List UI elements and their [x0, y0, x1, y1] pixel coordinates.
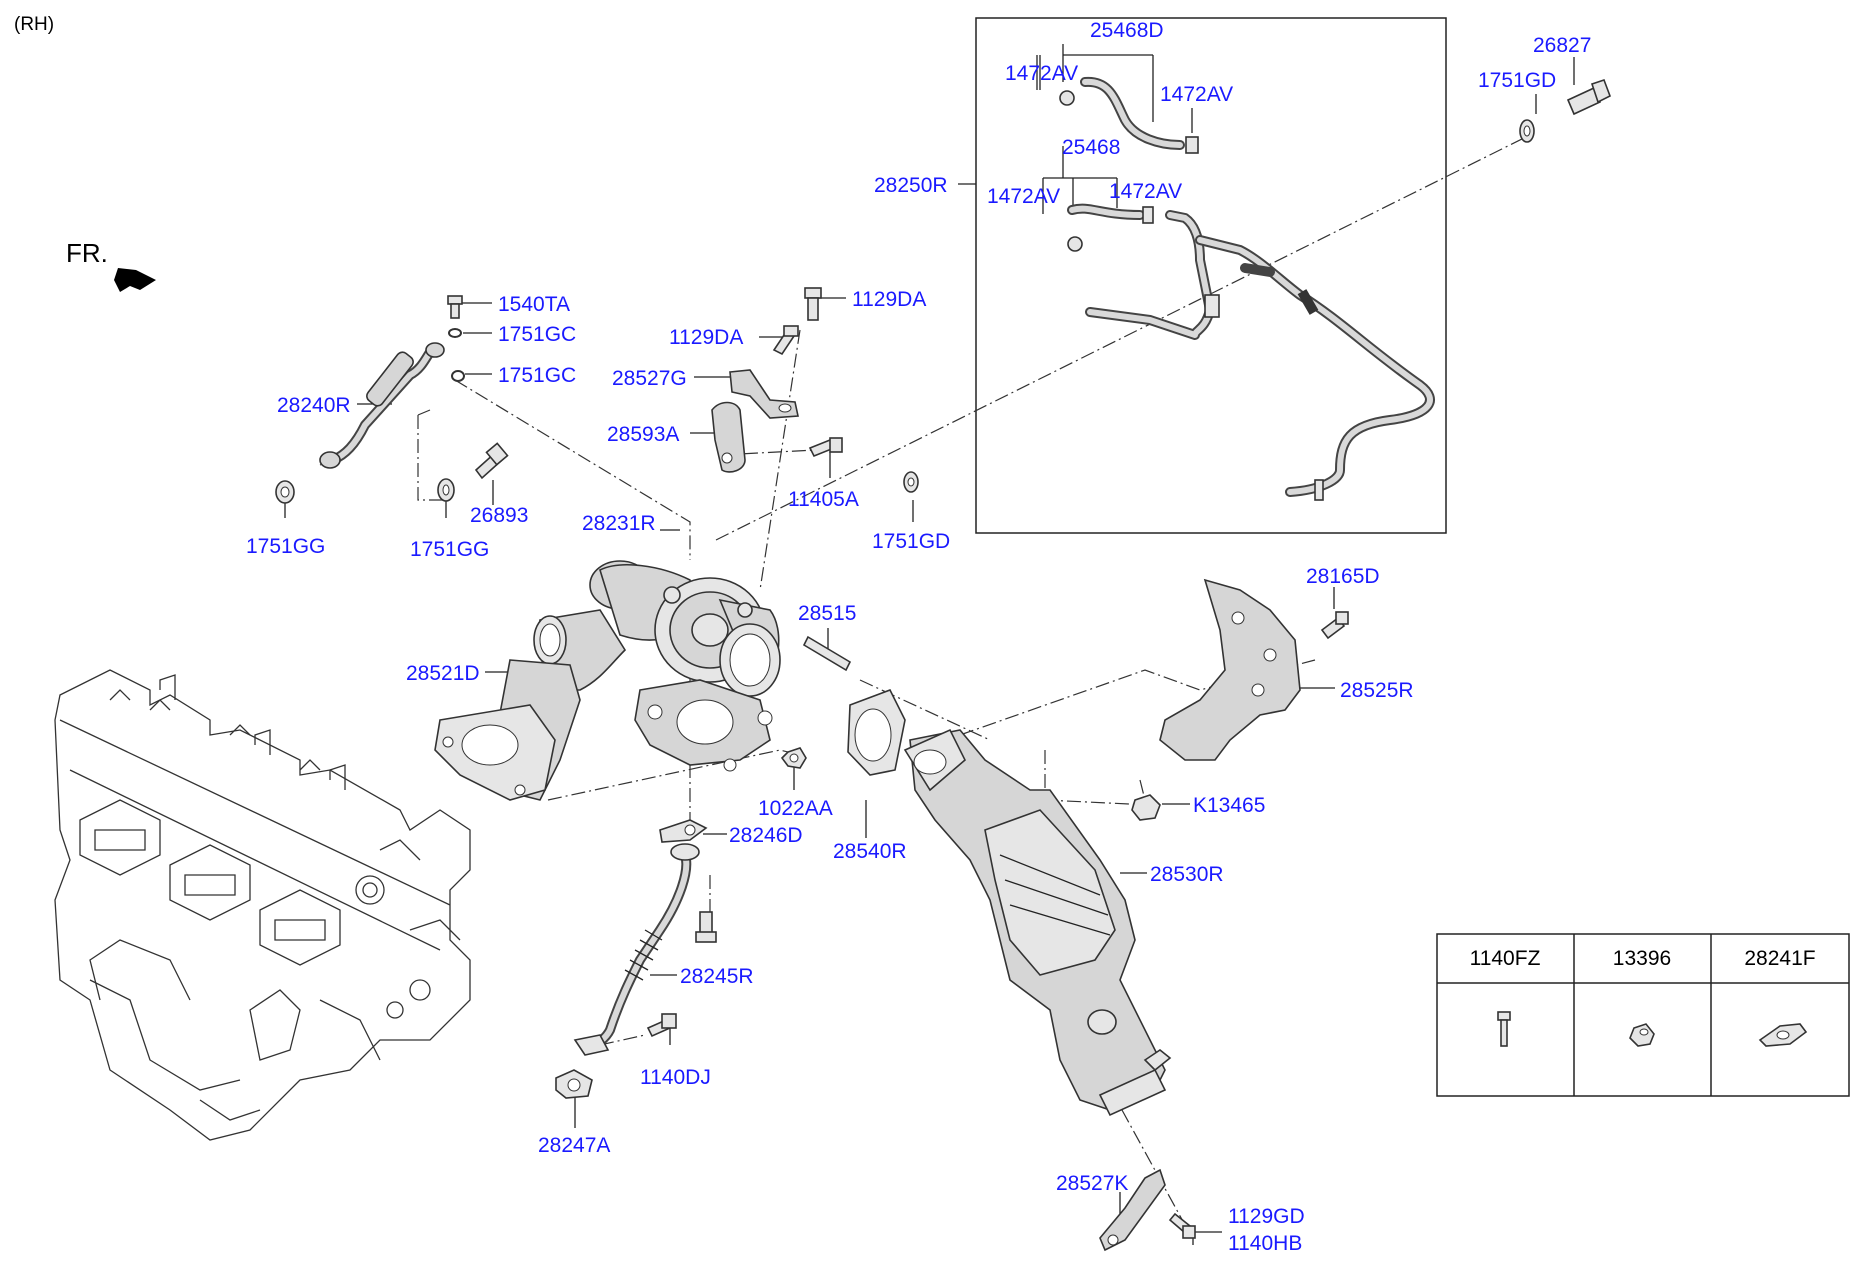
coolant-pipe-assembly	[1085, 210, 1435, 501]
label-28527G: 28527G	[612, 367, 687, 390]
label-1751GD-b: 1751GD	[872, 530, 950, 553]
label-1472AV-d: 1472AV	[1109, 180, 1182, 203]
washer-1751GD-lower-icon	[903, 471, 919, 493]
label-28245R: 28245R	[680, 965, 754, 988]
nut-K13465-icon	[1131, 794, 1161, 821]
coolant-hose-25468	[1067, 203, 1154, 252]
bracket-28527G	[729, 369, 799, 419]
bracket-28593A	[711, 401, 746, 473]
legend-header-1140FZ: 1140FZ	[1470, 947, 1541, 970]
label-28530R: 28530R	[1150, 863, 1224, 886]
stud-28515-icon	[802, 635, 852, 672]
oil-return-tube-28245R	[573, 843, 700, 1056]
label-28246D: 28246D	[729, 824, 803, 847]
label-1129GD: 1129GD	[1228, 1205, 1305, 1228]
engine-block-drawing	[54, 669, 471, 1141]
bolt-icon	[1497, 1011, 1511, 1047]
label-1472AV-b: 1472AV	[1160, 83, 1233, 106]
bolt-28165D-icon	[1320, 611, 1349, 640]
bolt-1129DA-icon	[772, 325, 799, 356]
label-25468: 25468	[1062, 136, 1120, 159]
label-26827: 26827	[1533, 34, 1591, 57]
label-11405A: 11405A	[788, 488, 859, 511]
washer-1751GG-right-icon	[437, 478, 455, 502]
washer-1751GC-icon	[448, 328, 462, 338]
legend-table: 1140FZ 13396 28241F	[1436, 933, 1850, 1097]
label-1140DJ: 1140DJ	[640, 1066, 711, 1089]
bolt-1129DA-top-icon	[804, 287, 822, 321]
label-1751GC-b: 1751GC	[498, 364, 576, 387]
label-28240R: 28240R	[277, 394, 351, 417]
bolt-1140DJ-icon	[646, 1013, 677, 1038]
label-28247A: 28247A	[538, 1134, 610, 1157]
bolt-1129GD-icon	[1168, 1212, 1196, 1239]
front-marker-text: FR.	[66, 238, 108, 268]
label-26893: 26893	[470, 504, 528, 527]
gasket-28247A-icon	[555, 1069, 593, 1099]
label-1751GG-a: 1751GG	[246, 535, 325, 558]
legend-header-13396: 13396	[1613, 947, 1671, 970]
bolt-1540TA-icon	[447, 295, 463, 319]
label-1140HB: 1140HB	[1228, 1232, 1302, 1255]
label-25468D: 25468D	[1090, 19, 1164, 42]
label-1129DA-b: 1129DA	[669, 326, 743, 349]
label-28250R: 28250R	[874, 174, 948, 197]
catalytic-converter-28530R	[903, 728, 1172, 1117]
label-28525R: 28525R	[1340, 679, 1414, 702]
heat-shield-28525R	[1159, 578, 1301, 761]
washer-1751GG-left-icon	[275, 480, 295, 504]
oil-feed-tube-28240R	[319, 342, 445, 469]
part-labels: 25468D 1472AV 1472AV 25468 1472AV 1472AV…	[246, 19, 1591, 1255]
leader-lines	[284, 44, 1575, 1245]
bolt-26827-icon	[1566, 78, 1612, 116]
turbocharger-28231R	[533, 560, 781, 772]
alignment-dash-lines	[319, 134, 1531, 1226]
gasket-28521D	[434, 659, 581, 801]
label-28527K: 28527K	[1056, 1172, 1128, 1195]
label-28540R: 28540R	[833, 840, 907, 863]
bolt-11405A-icon	[808, 437, 843, 458]
coolant-hose-25468D	[1059, 76, 1199, 154]
label-1751GG-b: 1751GG	[410, 538, 489, 561]
label-1022AA: 1022AA	[758, 797, 833, 820]
label-1751GD-a: 1751GD	[1478, 69, 1556, 92]
label-28593A: 28593A	[607, 423, 679, 446]
hose-kit-box	[975, 17, 1447, 534]
gasket-icon	[1758, 1023, 1808, 1047]
label-28165D: 28165D	[1306, 565, 1380, 588]
side-tag: (RH)	[14, 14, 54, 35]
bolt-26893-icon	[474, 442, 509, 480]
label-1129DA-a: 1129DA	[852, 288, 926, 311]
bracket-28527K	[1099, 1168, 1166, 1252]
bolt-28245R-icon	[695, 911, 717, 943]
washer-1751GD-icon	[1519, 119, 1535, 143]
nut-1022AA-icon	[780, 747, 807, 769]
washer-1751GC-lower-icon	[451, 370, 465, 382]
gasket-28540R	[847, 688, 906, 776]
legend-header-28241F: 28241F	[1744, 947, 1815, 970]
label-28521D: 28521D	[406, 662, 480, 685]
label-28515: 28515	[798, 602, 856, 625]
gasket-28246D	[659, 819, 708, 843]
label-K13465: K13465	[1193, 794, 1265, 817]
label-1751GC-a: 1751GC	[498, 323, 576, 346]
label-1472AV-c: 1472AV	[987, 185, 1060, 208]
front-arrow-icon	[114, 268, 156, 292]
label-1540TA: 1540TA	[498, 293, 570, 316]
label-28231R: 28231R	[582, 512, 656, 535]
label-1472AV-a: 1472AV	[1005, 62, 1078, 85]
nut-icon	[1629, 1023, 1655, 1047]
